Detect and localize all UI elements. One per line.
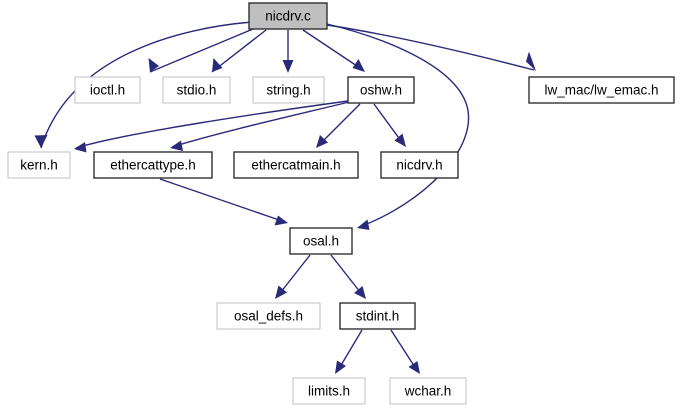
node-box-nicdrv_h[interactable]	[380, 151, 459, 179]
arrowhead-oshw_h-to-kern_h	[74, 142, 87, 153]
node-nicdrv_c[interactable]: nicdrv.c	[248, 2, 328, 30]
node-box-stdio_h[interactable]	[162, 76, 231, 104]
arrowhead-nicdrv_c-to-kern_h	[34, 135, 48, 148]
node-box-ethercatmain_h[interactable]	[233, 151, 359, 179]
edge-nicdrv_c-to-stdio_h	[211, 29, 267, 73]
node-lw_emac_h[interactable]: lw_mac/lw_emac.h	[528, 76, 675, 104]
arrowhead-oshw_h-to-ethercatmain_h	[316, 135, 328, 148]
arrowhead-stdint_h-to-limits_h	[335, 360, 346, 374]
node-string_h[interactable]: string.h	[252, 76, 325, 104]
node-box-osal_defs_h[interactable]	[216, 302, 321, 330]
node-label-osal_defs_h: osal_defs.h	[234, 309, 303, 324]
arrowhead-oshw_h-to-nicdrv_h	[394, 133, 406, 147]
node-box-ioctl_h[interactable]	[74, 76, 141, 104]
edges-layer	[34, 21, 536, 374]
node-box-osal_h[interactable]	[289, 227, 353, 255]
arrowhead-nicdrv_c-to-lw_emac_h	[526, 51, 536, 71]
node-nicdrv_h[interactable]: nicdrv.h	[380, 151, 459, 179]
node-stdint_h[interactable]: stdint.h	[339, 302, 416, 330]
node-ioctl_h[interactable]: ioctl.h	[74, 76, 141, 104]
node-label-stdio_h: stdio.h	[177, 83, 217, 98]
arrowhead-nicdrv_c-to-oshw_h	[352, 59, 365, 72]
node-label-string_h: string.h	[266, 83, 310, 98]
edge-nicdrv_c-to-osal_h	[326, 23, 470, 228]
node-box-lw_emac_h[interactable]	[528, 76, 675, 104]
node-box-ethercattype_h[interactable]	[93, 151, 213, 179]
node-oshw_h[interactable]: oshw.h	[347, 76, 415, 104]
edge-nicdrv_c-to-oshw_h	[302, 29, 364, 71]
node-label-kern_h: kern.h	[20, 158, 58, 173]
edge-nicdrv_c-to-lw_emac_h	[326, 24, 535, 71]
arrowhead-nicdrv_c-to-stdio_h	[212, 58, 223, 72]
node-label-ethercattype_h: ethercattype.h	[110, 158, 196, 173]
edge-oshw_h-to-ethercatmain_h	[317, 103, 361, 147]
arrowhead-nicdrv_c-to-osal_h	[357, 219, 370, 230]
arrowhead-osal_h-to-stdint_h	[354, 286, 366, 299]
node-limits_h[interactable]: limits.h	[292, 377, 366, 405]
node-kern_h[interactable]: kern.h	[7, 151, 71, 179]
node-label-oshw_h: oshw.h	[360, 83, 402, 98]
node-box-wchar_h[interactable]	[389, 377, 467, 405]
node-stdio_h[interactable]: stdio.h	[162, 76, 231, 104]
node-box-nicdrv_c[interactable]	[248, 2, 328, 30]
node-box-limits_h[interactable]	[292, 377, 366, 405]
node-box-oshw_h[interactable]	[347, 76, 415, 104]
node-box-kern_h[interactable]	[7, 151, 71, 179]
node-ethercattype_h[interactable]: ethercattype.h	[93, 151, 213, 179]
node-osal_defs_h[interactable]: osal_defs.h	[216, 302, 321, 330]
node-label-stdint_h: stdint.h	[356, 309, 400, 324]
node-box-stdint_h[interactable]	[339, 302, 416, 330]
node-label-ethercatmain_h: ethercatmain.h	[251, 158, 340, 173]
edge-ethercattype_h-to-osal_h	[159, 178, 286, 223]
edge-nicdrv_c-to-kern_h	[40, 21, 253, 149]
edge-oshw_h-to-kern_h	[75, 100, 349, 149]
arrowhead-ethercattype_h-to-osal_h	[274, 215, 288, 226]
arrowhead-nicdrv_c-to-string_h	[282, 60, 294, 73]
edge-oshw_h-to-ethercattype_h	[171, 101, 350, 148]
arrowhead-oshw_h-to-ethercattype_h	[170, 140, 183, 151]
node-label-wchar_h: wchar.h	[404, 384, 452, 399]
node-label-ioctl_h: ioctl.h	[90, 83, 125, 98]
edge-nicdrv_c-to-ioctl_h	[149, 28, 254, 73]
node-label-osal_h: osal.h	[303, 234, 339, 249]
arrowhead-osal_h-to-osal_defs_h	[275, 285, 287, 299]
node-label-nicdrv_h: nicdrv.h	[396, 158, 442, 173]
node-label-nicdrv_c: nicdrv.c	[265, 9, 311, 24]
node-osal_h[interactable]: osal.h	[289, 227, 353, 255]
nodes-layer: nicdrv.c ioctl.h stdio.h string.h oshw.h lw_m…	[7, 2, 675, 405]
node-box-string_h[interactable]	[252, 76, 325, 104]
node-label-lw_emac_h: lw_mac/lw_emac.h	[544, 83, 658, 98]
node-wchar_h[interactable]: wchar.h	[389, 377, 467, 405]
arrowhead-stdint_h-to-wchar_h	[408, 361, 420, 374]
node-ethercatmain_h[interactable]: ethercatmain.h	[233, 151, 359, 179]
arrowhead-nicdrv_c-to-ioctl_h	[148, 58, 159, 72]
node-label-limits_h: limits.h	[308, 384, 350, 399]
